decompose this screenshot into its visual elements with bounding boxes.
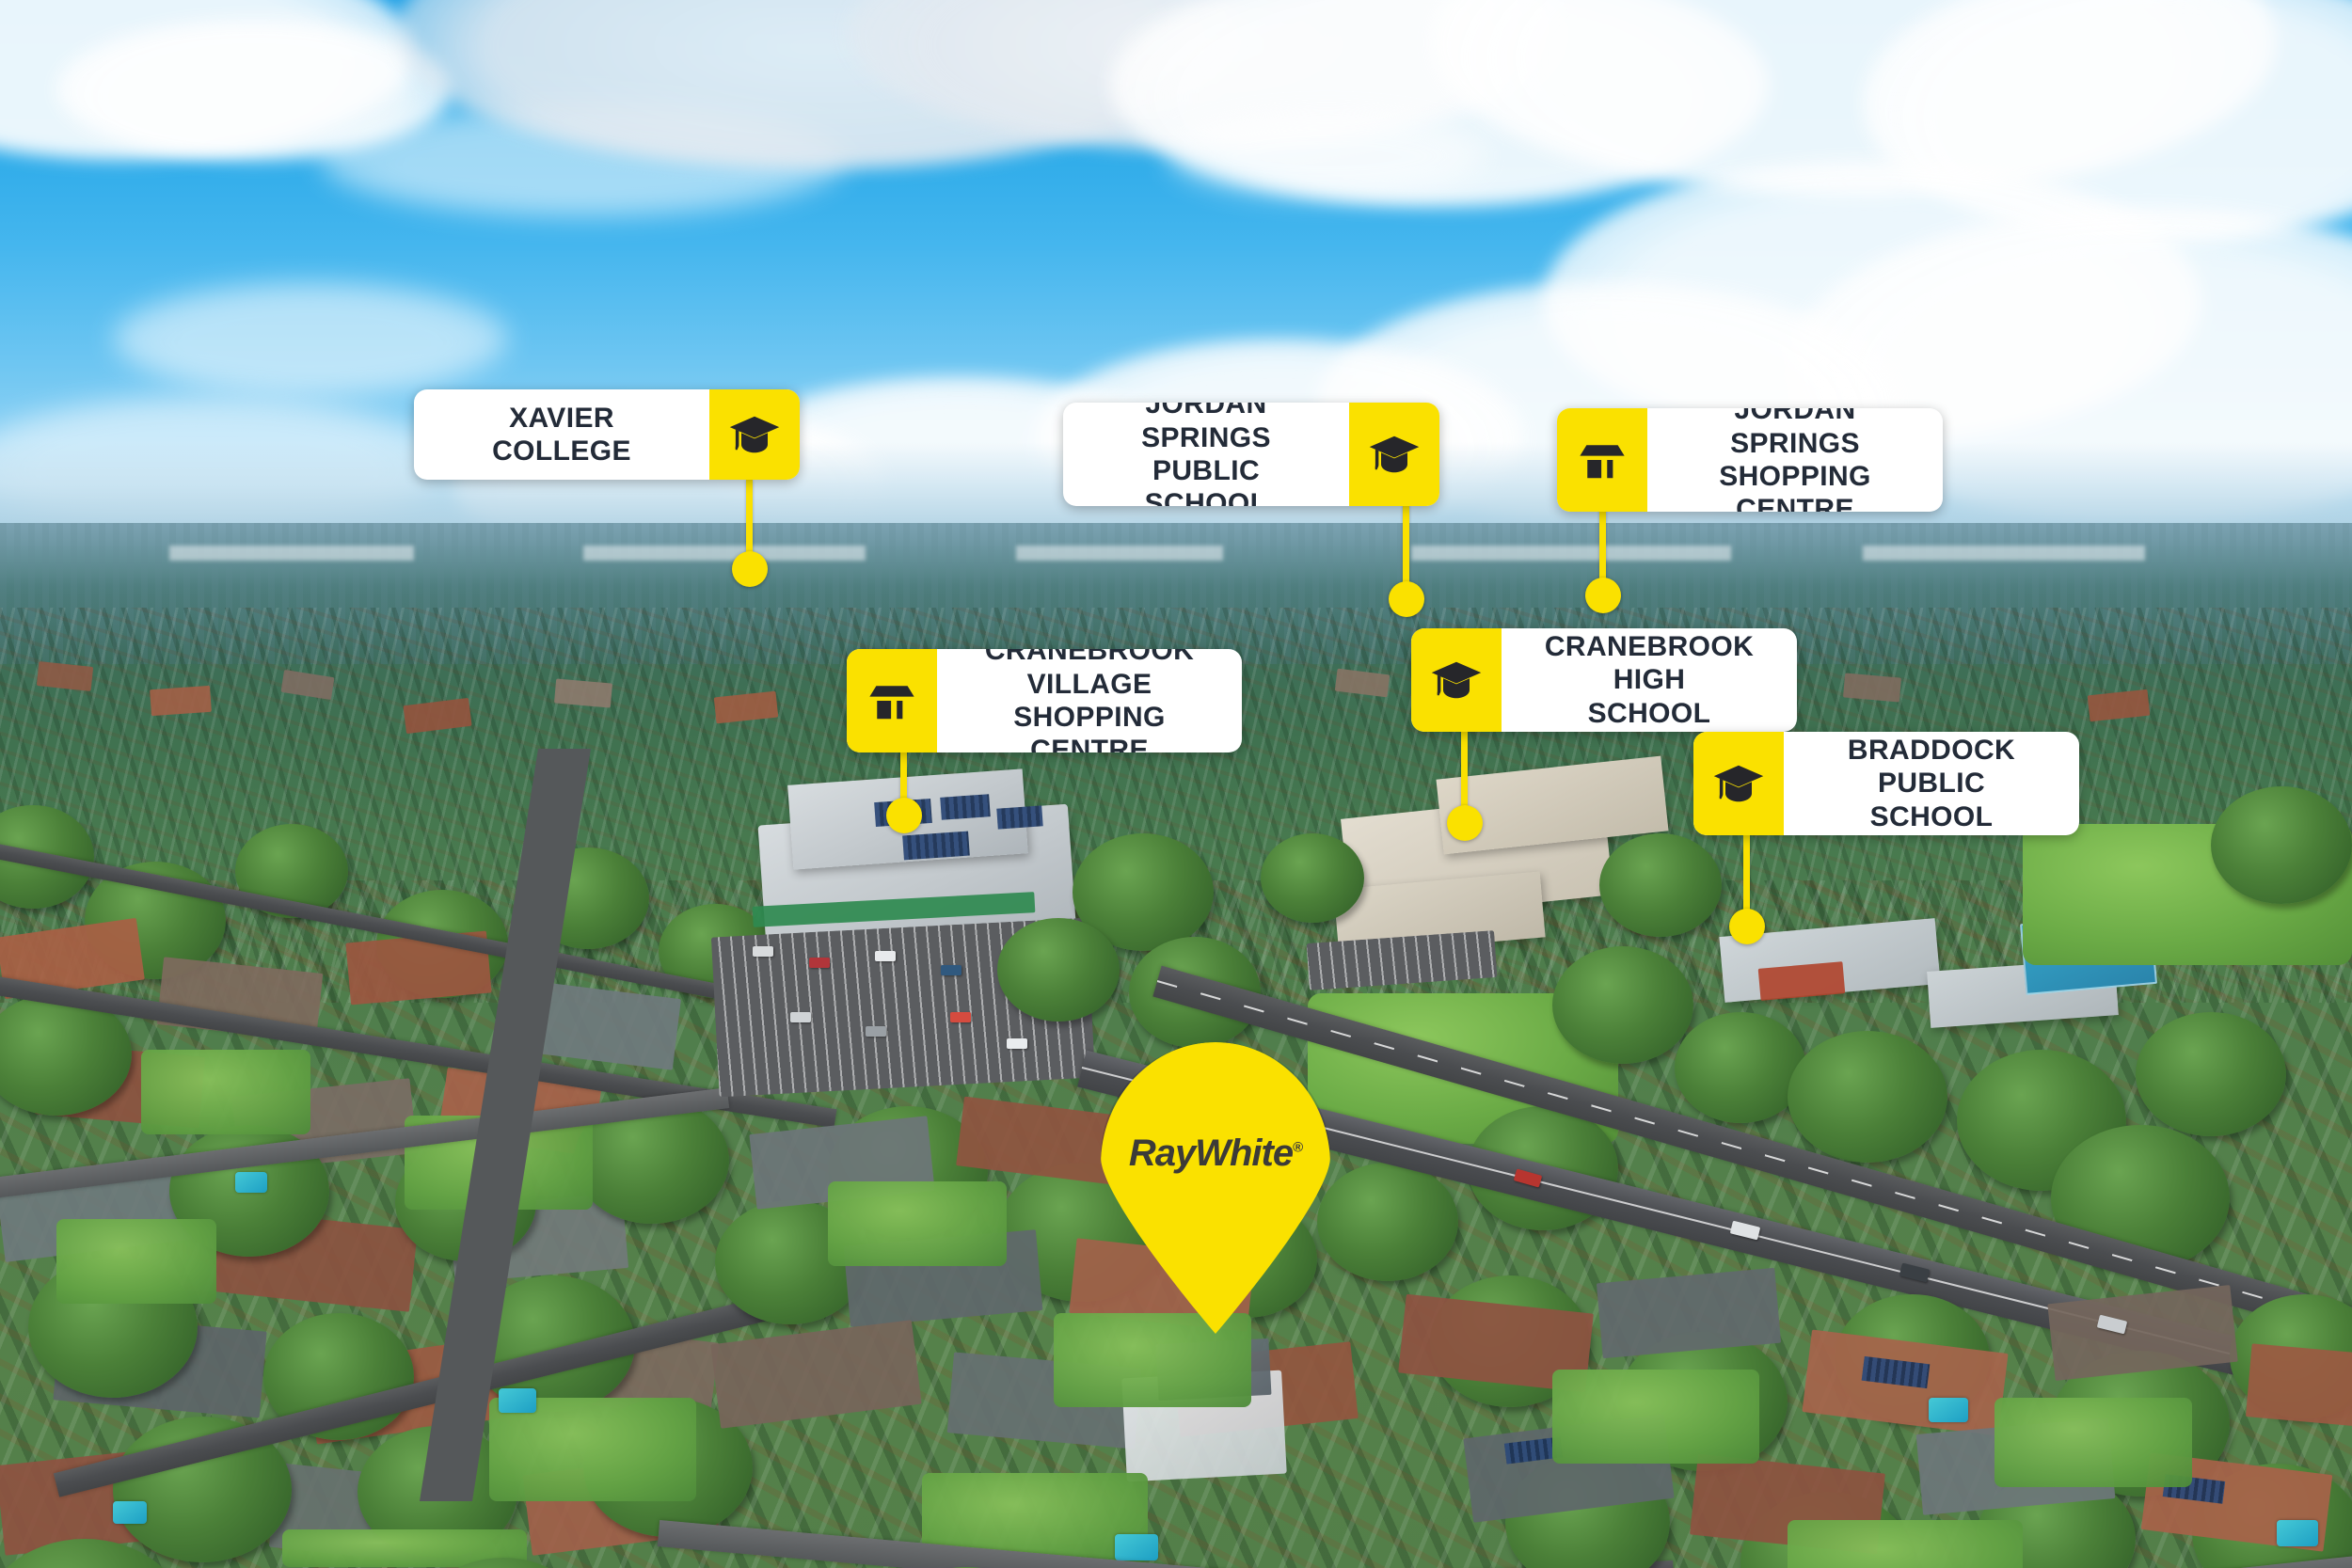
leader-line <box>746 480 753 564</box>
distant-treeline <box>0 523 2352 664</box>
leader-line <box>1403 491 1409 594</box>
callout-label: CRANEBROOK HIGH SCHOOL <box>1544 630 1755 729</box>
graduation-cap-icon <box>1411 628 1502 732</box>
leader-line <box>1461 715 1468 818</box>
callout-cranebrook-village-shopping-centre[interactable]: CRANEBROOK VILLAGE SHOPPING CENTRE <box>847 649 1242 752</box>
graduation-cap-icon <box>709 389 800 480</box>
pin-shape <box>1101 1042 1330 1334</box>
callout-xavier-college[interactable]: XAVIER COLLEGE <box>414 389 800 480</box>
leader-line <box>900 734 907 809</box>
location-dot[interactable] <box>1585 578 1621 613</box>
location-dot[interactable] <box>1447 805 1483 841</box>
location-dot[interactable] <box>1389 581 1424 617</box>
callout-label: JORDAN SPRINGS PUBLIC SCHOOL <box>1141 403 1271 506</box>
callout-braddock-public-school[interactable]: BRADDOCK PUBLIC SCHOOL <box>1693 732 2079 835</box>
subject-property-pin[interactable]: RayWhite® <box>1101 1042 1330 1334</box>
raywhite-logo: RayWhite® <box>1101 1132 1330 1175</box>
raywhite-logo-text: RayWhite <box>1128 1132 1294 1174</box>
callout-label: XAVIER COLLEGE <box>492 402 631 467</box>
callout-cranebrook-high-school[interactable]: CRANEBROOK HIGH SCHOOL <box>1411 628 1797 732</box>
shop-icon <box>1557 408 1647 512</box>
callout-jordan-springs-public-school[interactable]: JORDAN SPRINGS PUBLIC SCHOOL <box>1063 403 1439 506</box>
callout-label: BRADDOCK PUBLIC SCHOOL <box>1847 734 2016 832</box>
callout-jordan-springs-shopping-centre[interactable]: JORDAN SPRINGS SHOPPING CENTRE <box>1557 408 1943 512</box>
callout-label: JORDAN SPRINGS SHOPPING CENTRE <box>1719 408 1871 512</box>
callout-label: CRANEBROOK VILLAGE SHOPPING CENTRE <box>984 649 1195 752</box>
location-dot[interactable] <box>886 798 922 833</box>
location-dot[interactable] <box>732 551 768 587</box>
registered-mark: ® <box>1293 1139 1303 1156</box>
leader-line <box>1599 497 1606 591</box>
location-dot[interactable] <box>1729 909 1765 944</box>
leader-line <box>1743 818 1750 922</box>
graduation-cap-icon <box>1693 732 1784 835</box>
graduation-cap-icon <box>1349 403 1439 506</box>
shop-icon <box>847 649 937 752</box>
